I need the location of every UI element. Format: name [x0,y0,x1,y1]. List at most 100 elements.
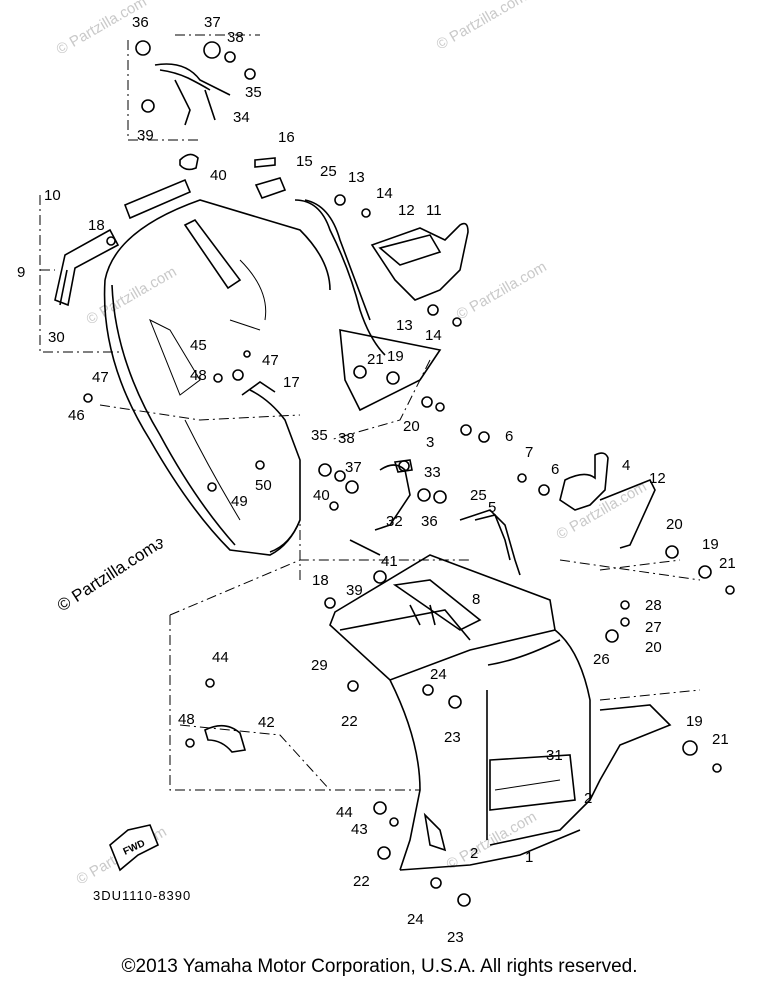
part-label: 9 [17,264,25,281]
part-label: 27 [645,619,662,636]
part-label: 5 [488,499,496,516]
part-label: 19 [387,348,404,365]
part-label: 50 [255,477,272,494]
watermark: © Partzilla.com [454,258,550,323]
nut-36 [135,40,151,56]
part-label: 37 [345,459,362,476]
part-label: 1 [525,849,533,866]
part-label: 14 [425,327,442,344]
part-label: 20 [403,418,420,435]
fwd-arrow: FWD [109,824,160,872]
grommet-37 [203,41,221,59]
part-label: 38 [227,29,244,46]
part-label: 47 [262,352,279,369]
part-label: 25 [470,487,487,504]
part-label: 25 [320,163,337,180]
upper-fairing [103,199,331,556]
windshield-trim [54,178,192,307]
part-label: 39 [137,127,154,144]
part-label: 16 [278,129,295,146]
bracket-42 [204,724,247,753]
part-label: 6 [551,461,559,478]
part-label: 48 [190,367,207,384]
part-label: 11 [426,202,442,219]
copyright-notice: ©2013 Yamaha Motor Corporation, U.S.A. A… [121,956,638,977]
part-label: 37 [204,14,221,31]
part-label: 24 [430,666,447,683]
clip-18 [106,236,116,246]
part-label: 10 [44,187,61,204]
part-label: 30 [48,329,65,346]
bolt-14 [361,208,371,218]
part-label: 23 [447,929,464,946]
inner-brackets [349,452,656,576]
part-label: 23 [444,729,461,746]
lower-cowling [329,554,672,871]
part-label: 36 [421,513,438,530]
part-label: 41 [381,553,398,570]
part-label: 29 [311,657,328,674]
part-label: 28 [645,597,662,614]
watermark: © Partzilla.com [84,263,180,328]
part-label: 19 [686,713,703,730]
part-label: 22 [341,713,358,730]
watermark: © Partzilla.com [54,537,160,615]
part-label: 24 [407,911,424,928]
stay-assembly [254,157,442,412]
part-label: 40 [210,167,227,184]
part-label: 39 [346,582,363,599]
part-label: 33 [424,464,441,481]
part-label: 48 [178,711,195,728]
watermark: © Partzilla.com [434,0,530,53]
part-label: 35 [245,84,262,101]
part-label: 3 [155,536,163,553]
part-label: 20 [666,516,683,533]
part-label: 26 [593,651,610,668]
part-label: 36 [132,14,149,31]
part-label: 44 [212,649,229,666]
part-label: 40 [313,487,330,504]
part-label: 4 [622,457,630,474]
part-label: 38 [338,430,355,447]
air-duct-upper [370,222,469,301]
part-label: 14 [376,185,393,202]
part-label: 20 [645,639,662,656]
part-label: 18 [312,572,329,589]
part-label: 49 [231,493,248,510]
mirror-bracket [135,40,256,171]
part-label: 45 [190,337,207,354]
washer-38 [224,51,236,63]
part-label: 31 [546,747,563,764]
part-label: 12 [649,470,666,487]
part-label: 12 [398,202,415,219]
part-label: 17 [283,374,300,391]
part-label: 2 [584,790,592,807]
nut-35 [244,68,256,80]
part-label: 47 [92,369,109,386]
part-label: 18 [88,217,105,234]
part-label: 15 [296,153,313,170]
drawing-code: 3DU1110-8390 [93,888,191,903]
part-label: 6 [505,428,513,445]
bolt-39 [141,99,155,113]
part-label: 21 [719,555,736,572]
part-label: 13 [348,169,365,186]
part-label: 32 [386,513,403,530]
part-label: 22 [353,873,370,890]
part-label: 19 [702,536,719,553]
part-label: 44 [336,804,353,821]
part-label: 21 [712,731,729,748]
leader-lines [39,34,701,791]
part-label: 8 [472,591,480,608]
part-label: 13 [396,317,413,334]
part-label: 21 [367,351,384,368]
part-label: 3 [426,434,434,451]
part-label: 34 [233,109,250,126]
part-label: 46 [68,407,85,424]
part-label: 43 [351,821,368,838]
part-label: 7 [525,444,533,461]
part-label: 35 [311,427,328,444]
part-number-labels: 36 37 38 35 34 39 40 16 15 25 13 14 12 1… [17,14,736,946]
fasteners [83,304,735,907]
